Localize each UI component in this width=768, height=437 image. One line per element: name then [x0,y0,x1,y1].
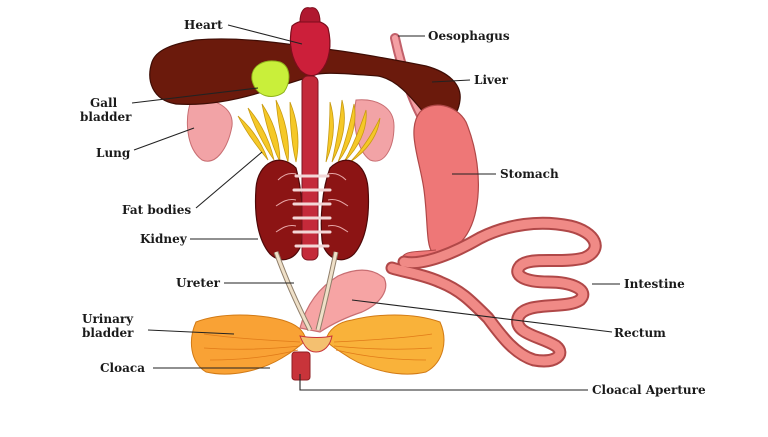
urinary-bladder-right [326,315,444,374]
label-cloaca: Cloaca [100,361,145,375]
label-lung: Lung [96,146,131,160]
gall-bladder [252,61,289,97]
label-oesophagus: Oesophagus [428,29,510,43]
heart-vessels [300,8,320,22]
label-urinary-bladder-line1: Urinary [82,312,134,326]
stomach [414,105,478,253]
label-gall-bladder-line1: Gall [90,96,118,110]
urinary-bladder [191,315,306,374]
label-fat-bodies: Fat bodies [122,203,191,217]
label-ureter: Ureter [176,276,221,290]
label-urinary-bladder-line2: bladder [82,326,134,340]
label-gall-bladder-line2: bladder [80,110,132,124]
label-kidney: Kidney [140,232,188,246]
label-intestine: Intestine [624,277,685,291]
left-lung [187,98,232,161]
label-rectum: Rectum [614,326,666,340]
label-liver: Liver [474,73,509,87]
label-stomach: Stomach [500,167,559,181]
cloacal-aperture-tube [292,352,310,380]
label-cloacal-aperture: Cloacal Aperture [592,383,706,397]
cloaca [300,336,332,352]
label-heart: Heart [184,18,223,32]
